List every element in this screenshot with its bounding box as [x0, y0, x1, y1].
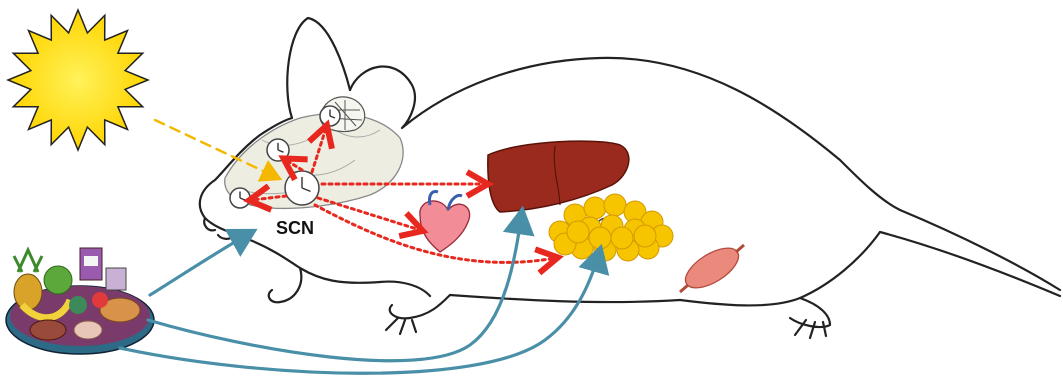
scn-label: SCN — [276, 218, 314, 239]
food-to-liver-arrow — [148, 212, 522, 361]
fat-tissue-icon — [549, 194, 673, 261]
clock-icon — [320, 106, 340, 126]
clock-icon — [230, 188, 250, 208]
clock-icon — [267, 139, 289, 161]
muscle-icon — [679, 240, 745, 296]
heart-icon — [420, 192, 470, 252]
scn-clock-icon — [285, 171, 319, 205]
food-plate-icon — [6, 248, 154, 354]
sun-icon — [8, 10, 148, 150]
food-to-brain-arrow — [150, 232, 252, 295]
